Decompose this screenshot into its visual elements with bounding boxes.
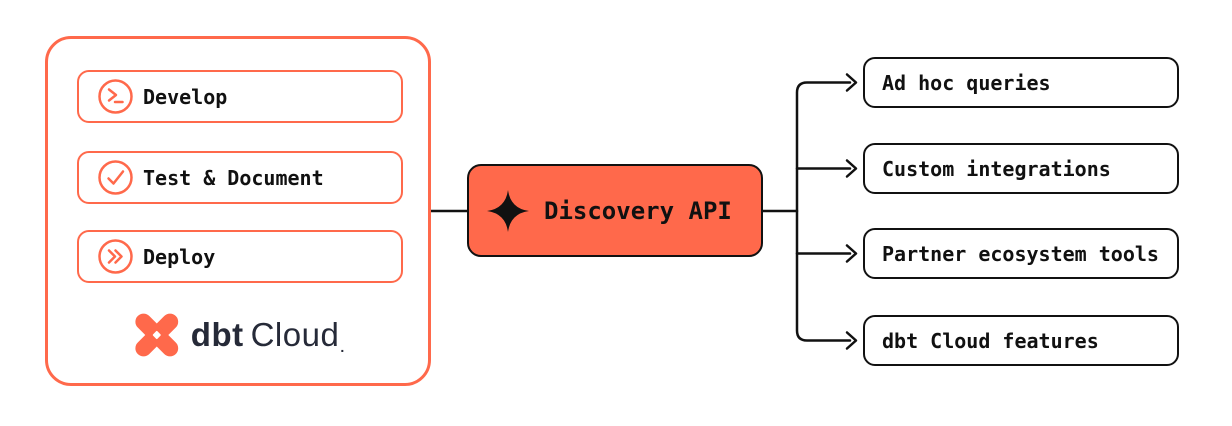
stage-deploy: Deploy bbox=[77, 230, 403, 283]
stage-label-deploy: Deploy bbox=[143, 244, 216, 269]
discovery-api-node: Discovery API bbox=[467, 164, 763, 257]
output-ad-hoc-queries: Ad hoc queries bbox=[863, 57, 1179, 108]
sparkle-icon bbox=[487, 189, 529, 232]
logo-text-cloud: Cloud bbox=[250, 316, 340, 353]
stage-develop: Develop bbox=[77, 70, 403, 123]
output-partner-ecosystem-tools: Partner ecosystem tools bbox=[863, 228, 1179, 279]
dbt-cloud-logo: dbt Cloud . bbox=[132, 311, 344, 359]
terminal-icon bbox=[98, 79, 133, 114]
logo-text-dbt: dbt bbox=[190, 316, 244, 353]
stage-label-test-document: Test & Document bbox=[143, 165, 324, 190]
dbt-cloud-panel: Develop Test & Document Deploy bbox=[45, 36, 431, 386]
arrowhead-4 bbox=[845, 331, 858, 350]
output-label-partner-ecosystem-tools: Partner ecosystem tools bbox=[882, 241, 1159, 266]
arrowhead-2 bbox=[845, 159, 858, 178]
arrowhead-3 bbox=[845, 244, 858, 263]
hub-label: Discovery API bbox=[544, 196, 732, 225]
logo-wordmark: dbt Cloud . bbox=[191, 316, 344, 354]
dbt-logo-mark bbox=[135, 313, 179, 357]
logo-trademark-dot: . bbox=[340, 339, 345, 355]
connector-trunk bbox=[795, 81, 852, 342]
check-circle-icon bbox=[98, 160, 133, 195]
output-label-custom-integrations: Custom integrations bbox=[882, 156, 1111, 181]
output-dbt-cloud-features: dbt Cloud features bbox=[863, 315, 1179, 366]
stage-label-develop: Develop bbox=[143, 84, 228, 109]
output-label-dbt-cloud-features: dbt Cloud features bbox=[882, 328, 1099, 353]
output-custom-integrations: Custom integrations bbox=[863, 143, 1179, 194]
output-label-ad-hoc-queries: Ad hoc queries bbox=[882, 70, 1051, 95]
double-chevron-icon bbox=[98, 239, 133, 274]
arrowhead-1 bbox=[845, 73, 858, 92]
stage-test-document: Test & Document bbox=[77, 151, 403, 204]
